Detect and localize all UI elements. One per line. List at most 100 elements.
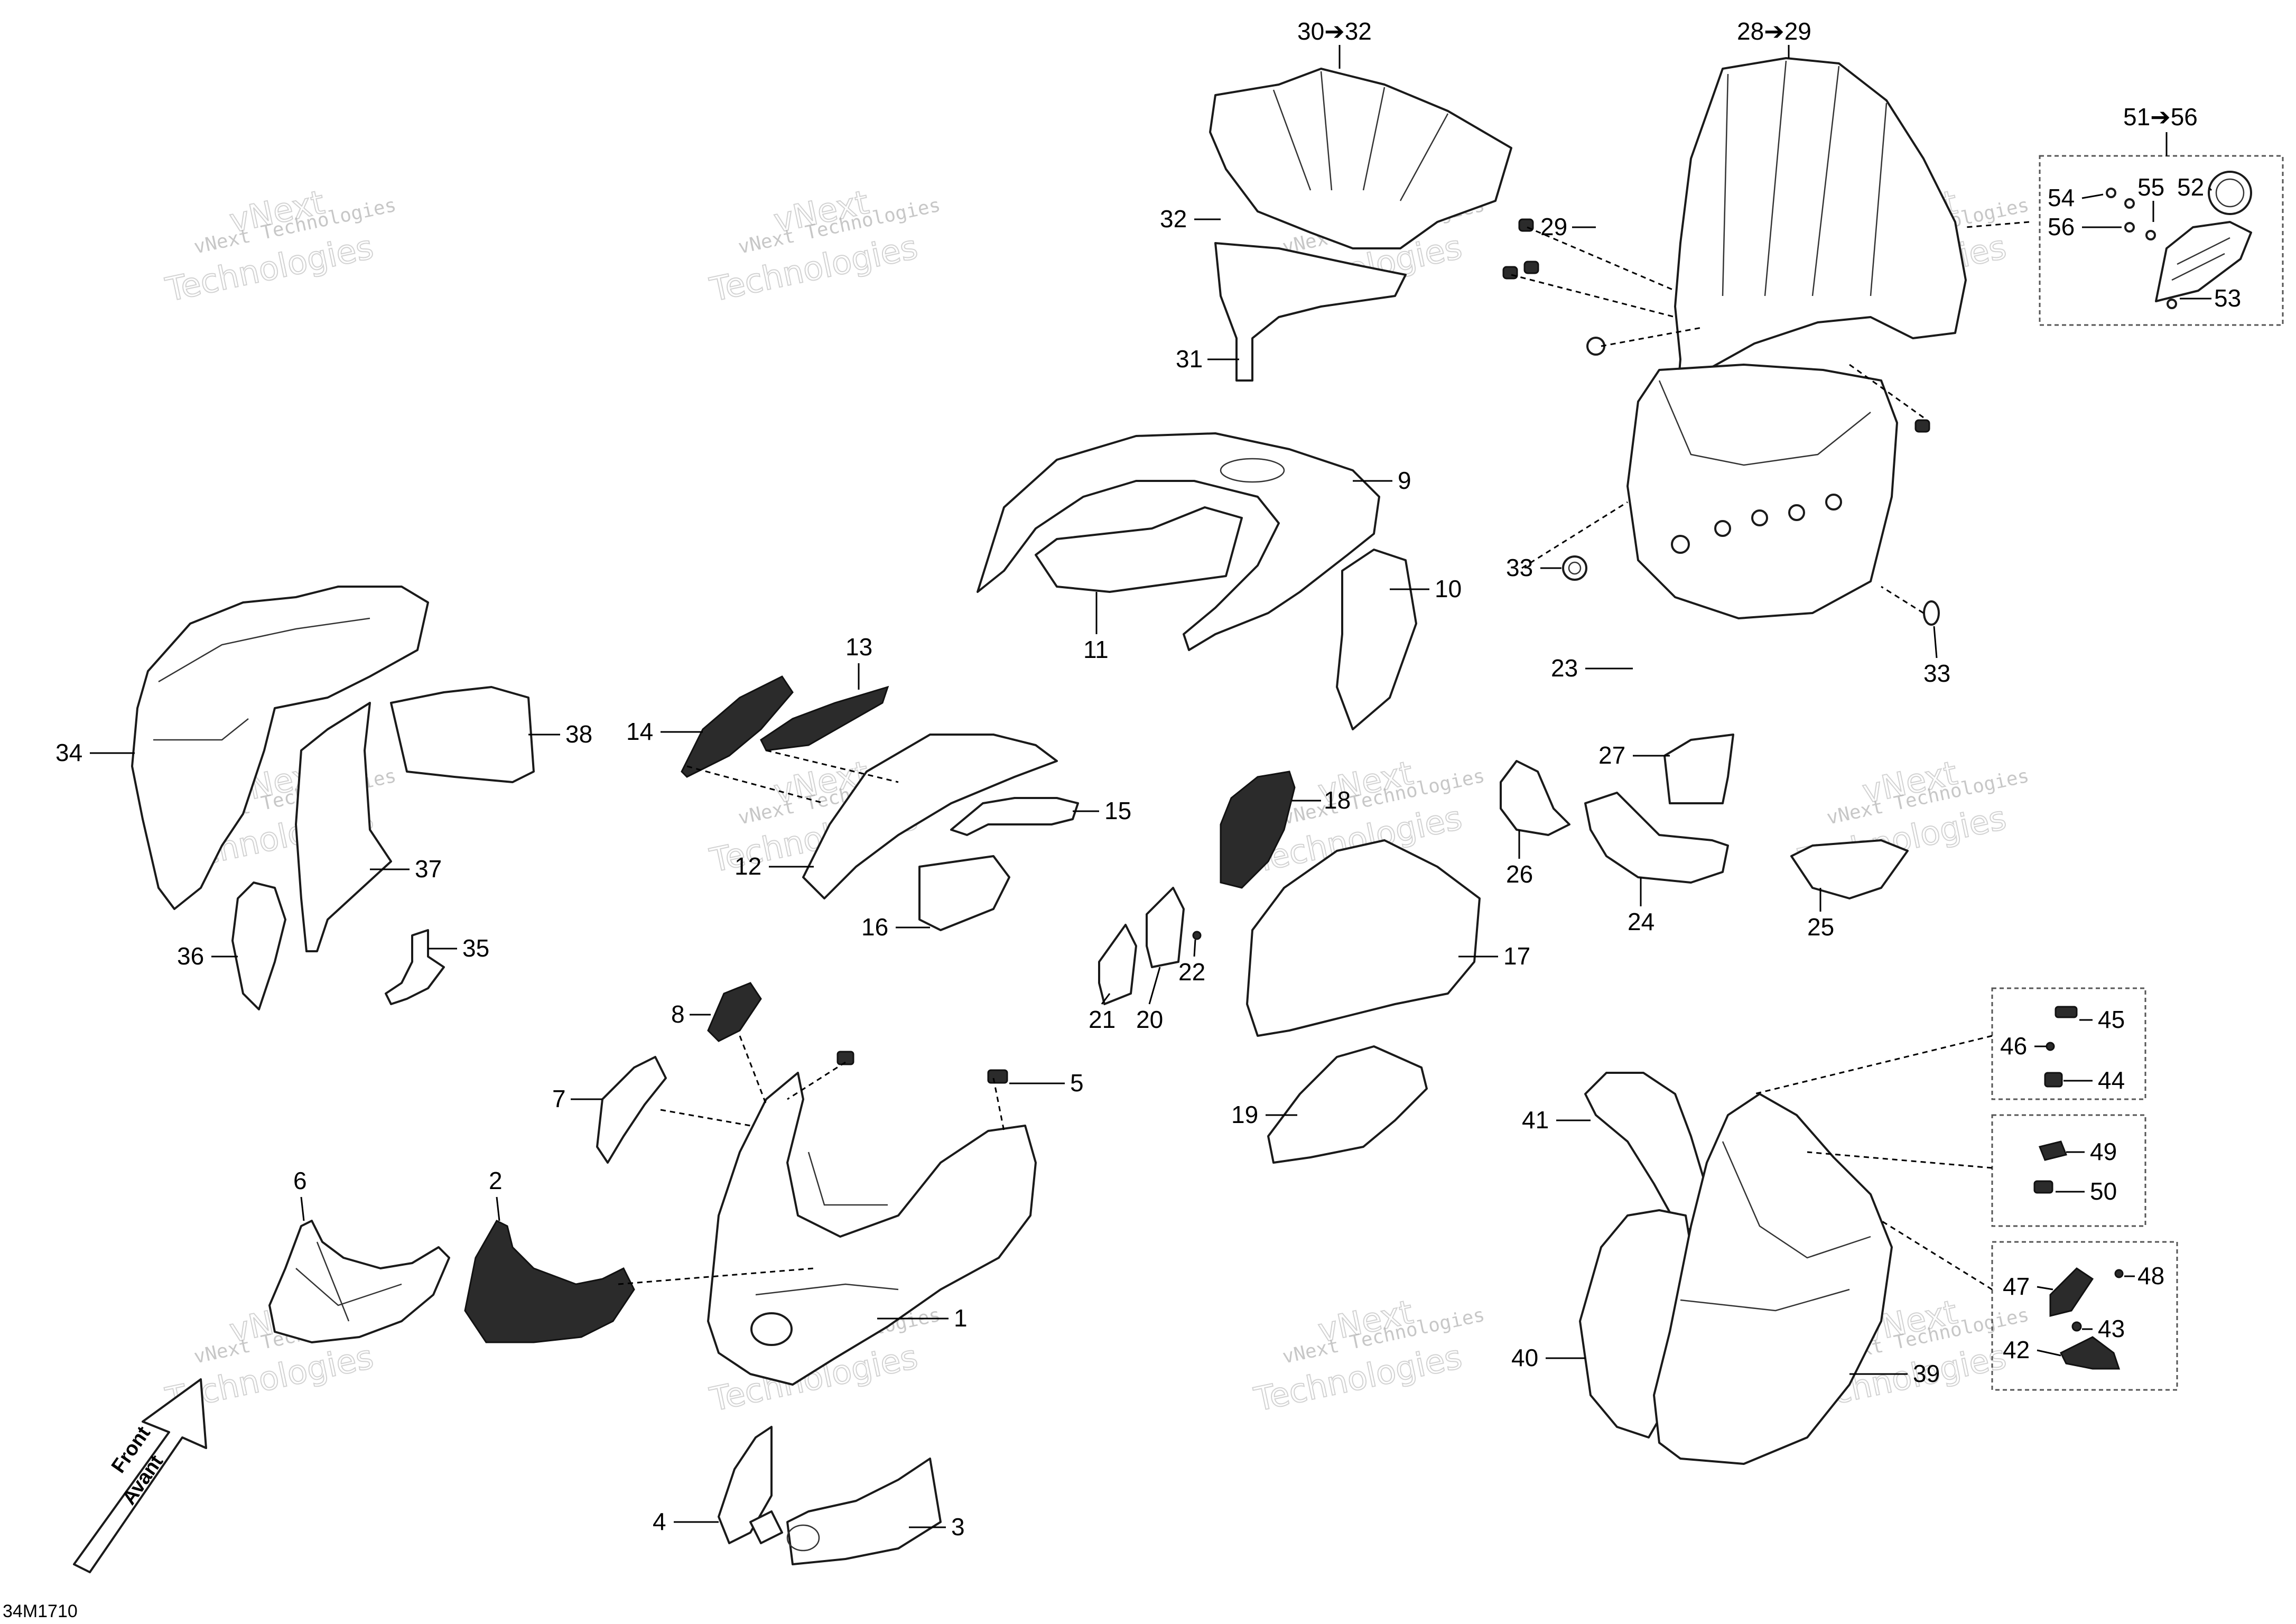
part-17-fairing[interactable] [1246, 839, 1481, 1037]
part-18-grille[interactable] [1220, 771, 1296, 889]
part-9-upper-panel[interactable] [977, 432, 1380, 651]
watermark-2: vNext Technologies vNext Technologies [706, 182, 943, 310]
part-48-screw[interactable] [2114, 1269, 2124, 1278]
part-38[interactable] [390, 686, 535, 783]
part-22-screw[interactable] [1192, 931, 1202, 940]
callout-19: 19 [1231, 1101, 1297, 1128]
part-24[interactable] [1584, 792, 1729, 884]
part-1-front-bumper[interactable] [707, 1072, 1037, 1386]
part-26[interactable] [1500, 760, 1570, 836]
group-title-30-32: 30➔32 [1297, 17, 1372, 69]
svg-text:32: 32 [1160, 205, 1187, 233]
part-27[interactable] [1663, 734, 1734, 804]
callout-44: 44 [2063, 1066, 2125, 1094]
part-49-clip[interactable] [2038, 1140, 2068, 1161]
part-46-clip[interactable] [2046, 1042, 2055, 1051]
part-41[interactable] [1584, 1072, 1708, 1232]
part-windshield-low[interactable] [1209, 68, 1512, 382]
part-8-vent[interactable] [707, 982, 762, 1042]
part-36[interactable] [231, 881, 286, 1010]
part-10-side-panel[interactable] [1336, 549, 1417, 730]
callout-2: 2 [489, 1167, 503, 1221]
callout-16: 16 [861, 913, 930, 941]
svg-text:15: 15 [1104, 797, 1131, 824]
svg-text:50: 50 [2090, 1177, 2117, 1205]
front-direction-arrow: Front Avant [73, 1378, 207, 1573]
callout-26: 26 [1506, 830, 1533, 888]
callout-45: 45 [2079, 1006, 2125, 1033]
part-7-bracket[interactable] [596, 1056, 667, 1164]
part-45-clip[interactable] [2055, 1006, 2078, 1018]
part-47-bracket[interactable] [2049, 1267, 2094, 1317]
svg-text:38: 38 [565, 720, 592, 748]
part-42-bracket[interactable] [2059, 1336, 2121, 1370]
part-fasteners-29[interactable] [1502, 218, 1930, 433]
watermark-1: vNext Technologies vNext Technologies [162, 182, 398, 310]
part-14-mesh[interactable] [681, 675, 794, 778]
part-34-side-panel[interactable] [131, 586, 429, 910]
svg-text:46: 46 [2000, 1032, 2027, 1060]
svg-text:49: 49 [2090, 1138, 2117, 1165]
svg-text:1: 1 [954, 1304, 968, 1332]
callout-36: 36 [177, 942, 238, 970]
part-33-grommets[interactable] [1562, 555, 1940, 626]
svg-text:31: 31 [1176, 345, 1203, 373]
callout-9: 9 [1353, 467, 1411, 494]
part-21-plate[interactable] [1098, 924, 1137, 1005]
callout-7: 7 [552, 1085, 602, 1112]
mirror-kit-box [2039, 155, 2284, 326]
callout-4: 4 [653, 1508, 719, 1535]
callout-23: 23 [1551, 654, 1633, 682]
svg-text:34: 34 [55, 739, 82, 766]
part-5-fastener[interactable] [987, 1069, 1008, 1084]
hardware-box-42-48 [1991, 1241, 2178, 1391]
callout-42: 42 [2003, 1336, 2061, 1363]
callout-11: 11 [1083, 592, 1109, 663]
part-39-lower-panel[interactable] [1653, 1093, 1893, 1465]
part-mirror[interactable] [2106, 171, 2252, 309]
part-16[interactable] [918, 855, 1010, 931]
part-15[interactable] [950, 797, 1079, 836]
part-43-screw[interactable] [2071, 1321, 2082, 1332]
callout-15: 15 [1073, 797, 1131, 824]
callout-1: 1 [877, 1304, 968, 1332]
callout-8: 8 [671, 1000, 711, 1028]
svg-text:10: 10 [1435, 575, 1462, 602]
callout-49: 49 [2066, 1138, 2117, 1165]
svg-text:51➔56: 51➔56 [2123, 103, 2198, 131]
part-12-nose-panel[interactable] [802, 734, 1058, 899]
svg-text:53: 53 [2214, 284, 2241, 312]
callout-32: 32 [1160, 205, 1221, 233]
hardware-box-49-50 [1991, 1114, 2146, 1227]
callout-6: 6 [293, 1167, 307, 1221]
callout-29: 29 [1540, 213, 1596, 240]
svg-text:48: 48 [2137, 1262, 2164, 1289]
svg-text:41: 41 [1522, 1106, 1549, 1134]
svg-text:17: 17 [1503, 942, 1530, 970]
callout-18: 18 [1292, 786, 1351, 814]
part-19[interactable] [1267, 1045, 1428, 1164]
part-23-headlight-housing[interactable] [1626, 364, 1898, 619]
part-50-screw[interactable] [2033, 1180, 2053, 1194]
part-44-nut[interactable] [2044, 1072, 2063, 1088]
callout-38: 38 [528, 720, 592, 748]
part-windshield-high[interactable] [1674, 57, 1967, 424]
part-20-plate[interactable] [1146, 887, 1185, 968]
part-13-mesh[interactable] [760, 685, 889, 751]
callout-33a: 33 [1506, 554, 1561, 581]
part-6-frame[interactable] [268, 1220, 450, 1343]
part-5b-fastener[interactable] [836, 1051, 854, 1065]
part-37[interactable] [295, 702, 392, 952]
callout-50: 50 [2056, 1177, 2117, 1205]
part-35[interactable] [385, 929, 445, 1005]
part-25[interactable] [1790, 839, 1909, 899]
part-11-panel[interactable] [1035, 506, 1243, 593]
part-3-panel[interactable] [786, 1458, 942, 1565]
callout-47: 47 [2003, 1273, 2053, 1300]
svg-text:43: 43 [2098, 1315, 2125, 1342]
svg-text:42: 42 [2003, 1336, 2030, 1363]
callout-21: 21 [1089, 993, 1116, 1033]
part-4-panel[interactable] [718, 1426, 783, 1544]
part-2-grille[interactable] [464, 1220, 635, 1343]
